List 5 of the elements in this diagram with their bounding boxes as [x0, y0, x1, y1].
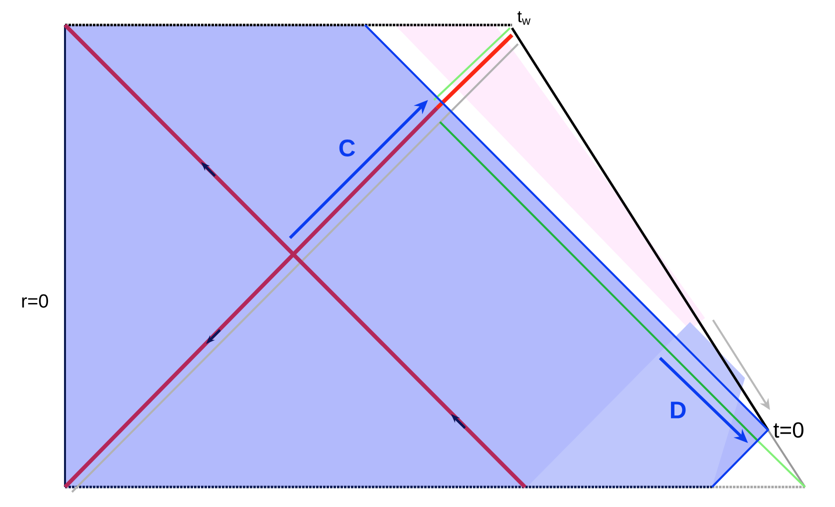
region-label: D: [670, 402, 686, 418]
axis-label: t=0: [774, 422, 804, 438]
axis-label: r=0: [22, 294, 48, 308]
axis-label: t$_{w}$: [517, 11, 530, 25]
region-label: C: [339, 140, 355, 156]
